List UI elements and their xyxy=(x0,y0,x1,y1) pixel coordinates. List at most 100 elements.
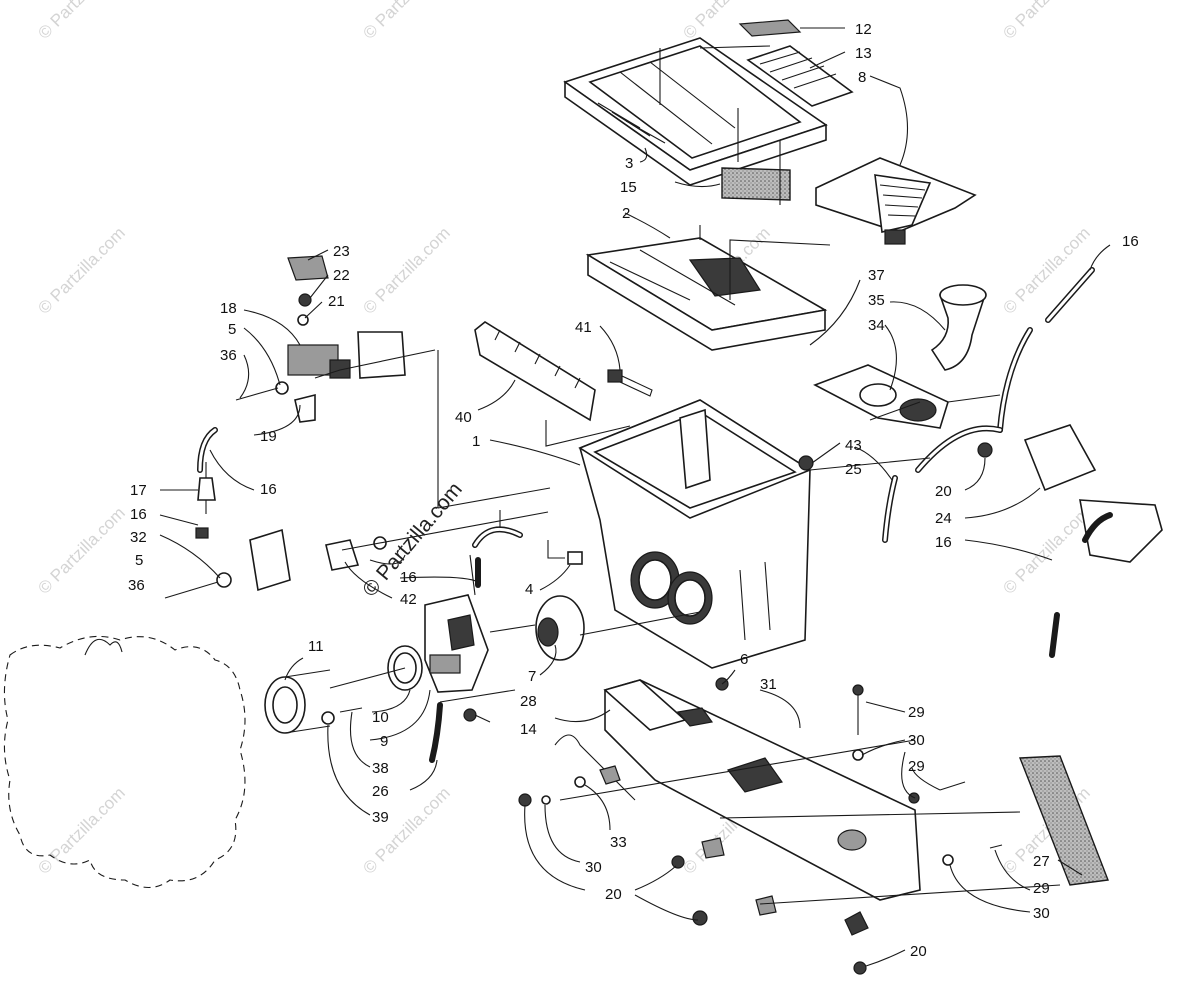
washer-5b xyxy=(216,572,232,588)
callout-39: 39 xyxy=(372,809,389,826)
callout-14: 14 xyxy=(520,721,537,738)
callout-6: 6 xyxy=(740,651,748,668)
hose-16-right-a xyxy=(1046,268,1094,322)
callout-3: 3 xyxy=(625,155,633,172)
watermark-layer: © Partzilla.com © Partzilla.com © Partzi… xyxy=(34,0,1093,878)
callout-33: 33 xyxy=(610,834,627,851)
callout-20: 20 xyxy=(910,943,927,960)
callout-8: 8 xyxy=(858,69,866,86)
watermark: © Partzilla.com xyxy=(999,503,1093,597)
hose-16-right-b xyxy=(998,328,1032,432)
callout-18: 18 xyxy=(220,300,237,317)
callout-5: 5 xyxy=(135,552,143,569)
carburetor-9 xyxy=(424,594,489,693)
bracket-16-right xyxy=(1079,499,1163,563)
callout-20: 20 xyxy=(605,886,622,903)
callout-15: 15 xyxy=(620,179,637,196)
callout-17: 17 xyxy=(130,482,147,499)
elbow-35 xyxy=(930,284,987,371)
callout-29: 29 xyxy=(1033,880,1050,897)
bolt-41 xyxy=(607,369,653,397)
callout-16: 16 xyxy=(260,481,277,498)
screw-36b xyxy=(164,581,219,599)
vent-hose-26 xyxy=(429,702,443,763)
callout-25: 25 xyxy=(845,461,862,478)
adapter-7 xyxy=(535,595,585,661)
clamp-32 xyxy=(195,527,209,539)
callout-24: 24 xyxy=(935,510,952,527)
foam-40 xyxy=(474,321,596,422)
callout-29: 29 xyxy=(908,704,925,721)
bolts-29-30 xyxy=(518,684,1003,975)
callout-5: 5 xyxy=(228,321,236,338)
callout-38: 38 xyxy=(372,760,389,777)
callout-leaders xyxy=(159,27,1111,967)
pulse-pump-24 xyxy=(977,424,1097,492)
nut-14 xyxy=(463,708,477,722)
fuel-pump-bracket-18 xyxy=(287,331,406,423)
filter-element-15 xyxy=(721,167,791,201)
callout-16: 16 xyxy=(130,506,147,523)
lower-lid-2 xyxy=(585,237,828,351)
callout-30: 30 xyxy=(585,859,602,876)
callout-16: 16 xyxy=(400,569,417,586)
callout-10: 10 xyxy=(372,709,389,726)
callout-21: 21 xyxy=(328,293,345,310)
callouts: 12 13 8 3 15 2 37 35 34 41 40 1 43 25 20… xyxy=(128,21,1139,960)
callout-9: 9 xyxy=(380,733,388,750)
watermark: © Partzilla.com xyxy=(999,223,1093,317)
rod-33 xyxy=(554,734,636,801)
callout-30: 30 xyxy=(908,732,925,749)
hose-16-right-c xyxy=(916,426,1002,472)
decal-12 xyxy=(738,19,802,37)
flange-11 xyxy=(264,669,331,734)
callout-16: 16 xyxy=(1122,233,1139,250)
callout-20: 20 xyxy=(935,483,952,500)
callout-43: 43 xyxy=(845,437,862,454)
callout-12: 12 xyxy=(855,21,872,38)
hose-16-a xyxy=(198,428,217,472)
callout-40: 40 xyxy=(455,409,472,426)
hose-16-right-b xyxy=(997,327,1033,433)
callout-7: 7 xyxy=(528,668,536,685)
callout-31: 31 xyxy=(760,676,777,693)
callout-27: 27 xyxy=(1033,853,1050,870)
watermark: © Partzilla.com xyxy=(359,223,453,317)
callout-35: 35 xyxy=(868,292,885,309)
hose-16-b xyxy=(473,527,522,547)
air-silencer-lid xyxy=(563,37,828,186)
callout-41: 41 xyxy=(575,319,592,336)
fuel-filter-17 xyxy=(197,462,216,514)
callout-34: 34 xyxy=(868,317,885,334)
engine-detail xyxy=(84,638,123,656)
nut-43 xyxy=(798,455,814,471)
callout-11: 11 xyxy=(308,638,324,655)
washer-39 xyxy=(321,711,335,725)
seal-plate-34 xyxy=(813,364,949,429)
decal-13 xyxy=(746,45,854,107)
callout-4: 4 xyxy=(525,581,533,598)
assembly-lines xyxy=(314,45,1061,905)
watermark: © Partzilla.com xyxy=(34,0,128,43)
callout-23: 23 xyxy=(333,243,350,260)
callout-26: 26 xyxy=(372,783,389,800)
callout-36: 36 xyxy=(220,347,237,364)
callout-1: 1 xyxy=(472,433,480,450)
hose-25 xyxy=(883,476,897,542)
engine-outline xyxy=(3,635,246,889)
callout-29: 29 xyxy=(908,758,925,775)
watermark: © Partzilla.com xyxy=(34,223,128,317)
callout-42: 42 xyxy=(400,591,417,608)
intake-duct-8 xyxy=(815,157,977,245)
air-box-1 xyxy=(578,399,812,669)
callout-30: 30 xyxy=(1033,905,1050,922)
callout-2: 2 xyxy=(622,205,630,222)
watermark: © Partzilla.com xyxy=(34,503,128,597)
watermark: © Partzilla.com xyxy=(999,0,1093,43)
hose-16-right-e xyxy=(1082,512,1113,543)
filter-27 xyxy=(1018,755,1109,886)
watermark: © Partzilla.com xyxy=(34,783,128,877)
callout-32: 32 xyxy=(130,529,147,546)
spacer-4 xyxy=(567,551,583,565)
